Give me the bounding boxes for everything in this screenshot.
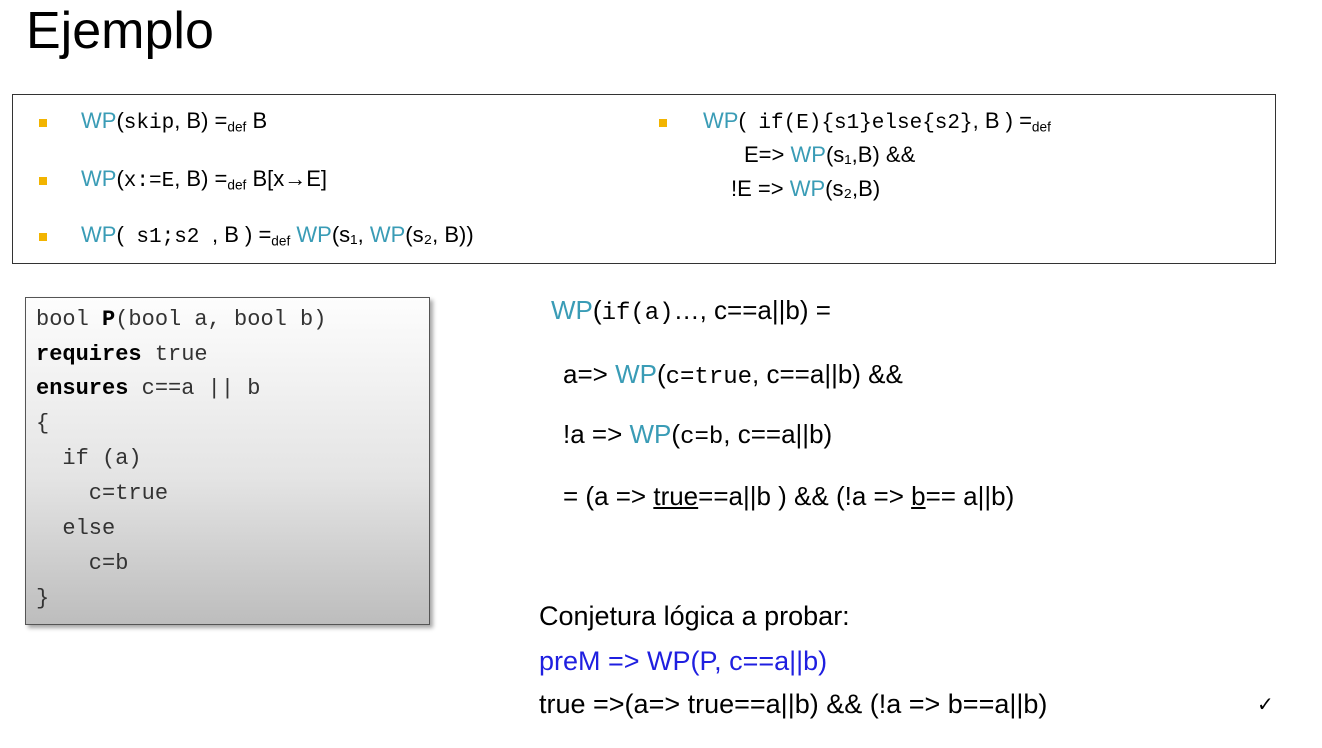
code-line: else (36, 516, 116, 541)
wp-definitions-box: WP(skip, B) =def B WP(x:=E, B) =def B[x→… (12, 94, 1276, 264)
conjecture-proof: true =>(a=> true==a||b) && (!a => b==a||… (539, 689, 1048, 719)
code-block: bool P(bool a, bool b) requires true ens… (25, 297, 430, 625)
code-line: c=b (36, 551, 129, 576)
bullet-icon (39, 119, 47, 127)
conjecture-goal: preM => WP(P, c==a||b) (539, 646, 828, 676)
code-line: if (a) (36, 446, 142, 471)
code-line: ensures c==a || b (36, 376, 261, 401)
derivation-line-2: a=> WP(c=true, c==a||b) && (563, 359, 903, 391)
def-if-then: E=> WP(s₁,B) && (744, 142, 916, 167)
code-line: requires true (36, 342, 208, 367)
bullet-icon (39, 177, 47, 185)
bullet-icon (39, 233, 47, 241)
code-line: } (36, 586, 50, 611)
derivation-line-1: WP(if(a)…, c==a||b) = (551, 295, 831, 327)
derivation-line-3: !a => WP(c=b, c==a||b) (563, 419, 833, 451)
code-line: bool P(bool a, bool b) (36, 307, 327, 332)
derivation-line-4: = (a => true==a||b ) && (!a => b== a||b) (563, 481, 1015, 511)
def-assign: WP(x:=E, B) =def B[x→E] (81, 166, 328, 193)
code-line: { (36, 411, 50, 436)
code-line: c=true (36, 481, 169, 506)
bullet-icon (659, 119, 667, 127)
checkmark-icon: ✓ (1257, 694, 1274, 716)
conjecture-heading: Conjetura lógica a probar: (539, 601, 850, 631)
slide-title: Ejemplo (26, 2, 214, 60)
def-if-else: !E => WP(s₂,B) (731, 176, 881, 201)
def-skip: WP(skip, B) =def B (81, 108, 268, 135)
def-sequence: WP( s1;s2 , B ) =def WP(s₁, WP(s₂, B)) (81, 222, 474, 249)
def-if: WP( if(E){s1}else{s2}, B ) =def (703, 108, 1051, 135)
